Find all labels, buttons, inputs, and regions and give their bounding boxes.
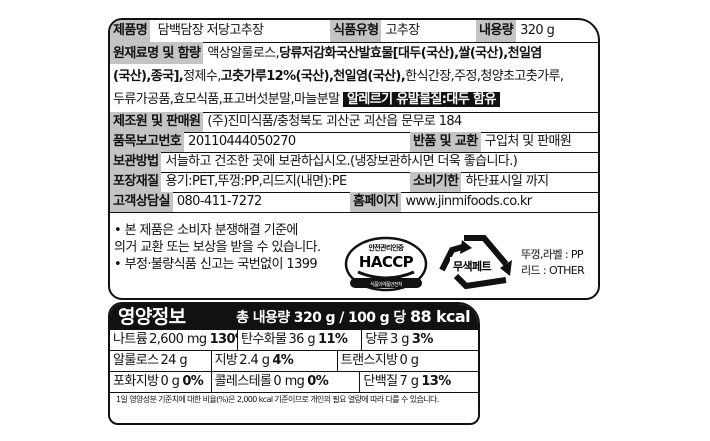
haccp-logo: 안전관리인증 HACCP 식품의약품안전처 [344,236,428,292]
nutrition-footnote: 1일 영양성분 기준치에 대한 비율(%)은 2,000 kcal 기준이므로 … [116,395,439,404]
manufacturer-value: (주)진미식품/충청북도 괴산군 괴산읍 문무로 184 [207,114,462,129]
nutrient-amount: 0 mg [273,374,305,389]
nutrient-name: 지방 [214,353,238,368]
nutrient-amount: 7 g [399,374,419,389]
recycle-pet-icon: 무색페트 [439,235,512,290]
packaging-label: 포장재질 [110,172,162,192]
food-type-value: 고추장 [385,23,420,38]
expiry-label: 소비기한 [410,172,462,192]
nutrient-pct: 4% [272,353,294,368]
ingredient-text: 정제수, [183,69,221,84]
nutrient-pct: 0% [307,374,329,389]
returns-value: 구입처 및 판매원 [484,134,572,149]
nutrition-header: 영양정보 총 내용량 320 g / 100 g 당 88 kcal [110,304,478,330]
customer-label: 고객상담실 [110,192,173,212]
consumer-notes: • 본 제품은 소비자 분쟁해결 기준에 의거 교환 또는 보상을 받을 수 있… [114,222,321,273]
content-label: 내용량 [476,20,517,42]
ingredient-text: 고춧가루12%(국산),천일염(국산), [220,69,406,84]
nutrient-name: 나트륨 [113,332,148,347]
svg-text:안전관리인증: 안전관리인증 [368,243,404,252]
nutrient-amount: 0 g [399,353,419,368]
report-no-value: 20110444050270 [188,134,296,149]
nutrition-title: 영양정보 [118,306,186,328]
nutrient-amount: 24 g [160,353,187,368]
packaging-value: 용기:PET,뚜껑:PP,리드지(내면):PE [165,174,347,189]
storage-label: 보관방법 [110,152,162,172]
nutrient-amount: 3 g [390,332,409,347]
ingredient-text: (국산),종국], [113,69,184,84]
storage-value: 서늘하고 건조한 곳에 보관하십시오.(냉장보관하시면 더욱 좋습니다.) [165,154,518,169]
nutrient-name: 콜레스테롤 [214,374,272,389]
svg-text:HACCP: HACCP [359,253,414,271]
returns-label: 반품 및 교환 [410,132,481,152]
nutrient-pct: 3% [411,332,433,347]
svg-text:식품의약품안전처: 식품의약품안전처 [370,281,402,288]
homepage-link[interactable]: www.jinmifoods.co.kr [405,194,532,209]
nutrient-name: 당류 [365,332,389,347]
nutrient-pct: 130% [209,332,237,347]
nutrient-name: 알룰로스 [113,353,159,368]
nutrient-name: 트랜스지방 [340,353,398,368]
ingredient-text: 한식간장,주정,청양초고춧가루, [405,69,564,84]
nutrient-name: 탄수화물 [241,332,287,347]
nutrient-pct: 11% [318,332,348,347]
homepage-label: 홈페이지 [350,192,402,212]
nutrient-name: 단백질 [363,374,398,389]
nutrition-summary: 총 내용량 320 g / 100 g 당 [236,310,406,326]
nutrient-amount: 2.4 g [239,353,270,368]
ingredient-text: 당류저감화국산발효물[대두(국산),쌀(국산),천일염 [279,46,542,61]
customer-value: 080-411-7272 [176,194,263,209]
food-type-label: 식품유형 [330,20,382,42]
note-line: 의거 교환 또는 보상을 받을 수 있습니다. [114,240,321,255]
nutrient-pct: 0% [182,374,204,389]
ingredients-label: 원재료명 및 함량 [110,42,204,64]
nutrient-amount: 2,600 mg [149,332,207,347]
material-info: 뚜껑,라벨 : PP 리드 : OTHER [521,247,585,279]
allergy-badge: 알레르기 유발물질:대두 함유 [342,92,500,107]
note-line: • 본 제품은 소비자 분쟁해결 기준에 [114,223,298,238]
nutrient-name: 포화지방 [113,374,159,389]
material-line: 뚜껑,라벨 : PP [521,248,584,261]
nutrient-amount: 36 g [288,332,316,347]
note-line: • 부정·불량식품 신고는 국번없이 1399 [114,257,318,272]
report-no-label: 품목보고번호 [110,132,185,152]
expiry-value: 하단표시일 까지 [465,174,549,189]
nutrient-amount: 0 g [160,374,180,389]
row-manufacturer: 제조원 및 판매원(주)진미식품/충청북도 괴산군 괴산읍 문무로 184 [110,112,598,133]
product-name-label: 제품명 [110,20,151,42]
ingredient-text: 액상알룰로스, [207,46,280,61]
ingredient-text: 두류가공품,효모식품,표고버섯분말,마늘분말 [113,92,340,107]
content-value: 320 g [520,23,555,38]
nutrition-kcal: 88 kcal [409,307,471,326]
manufacturer-label: 제조원 및 판매원 [110,112,204,132]
material-line: 리드 : OTHER [521,264,585,277]
svg-text:무색페트: 무색페트 [453,259,492,273]
product-name-value: 담백담장 저당고추장 [157,23,264,38]
nutrient-pct: 13% [421,374,451,389]
